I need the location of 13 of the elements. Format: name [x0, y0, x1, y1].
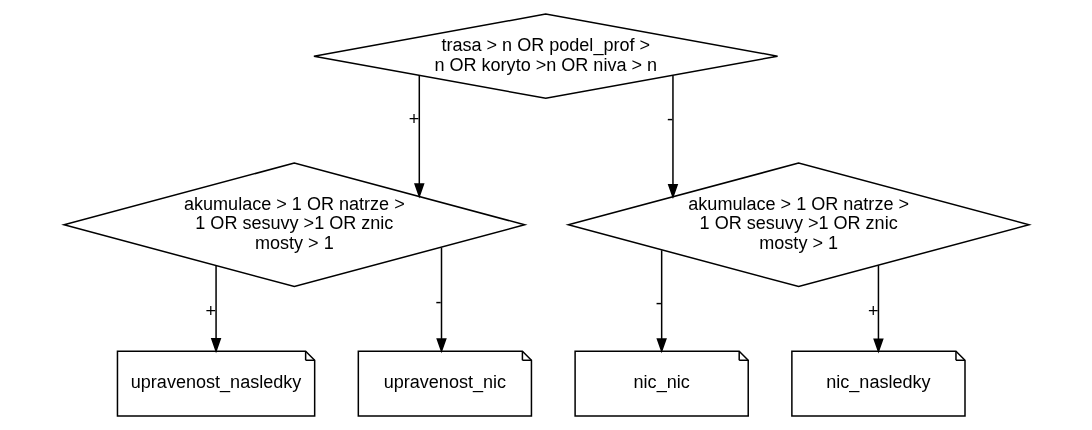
edge-label: - — [434, 291, 441, 312]
edge-label: + — [408, 108, 419, 129]
arrow — [872, 264, 884, 354]
edge-label: - — [666, 108, 673, 129]
arrow — [435, 246, 447, 354]
node-diamond: trasa > n OR podel_prof > n OR koryto >n OR niva > n — [312, 13, 778, 100]
edge-label: + — [867, 300, 878, 321]
node-diamond: akumulace > 1 OR natrze > 1 OR sesuvy >1 OR znic mosty > 1 — [564, 162, 1032, 288]
edge-label: - — [655, 293, 662, 314]
arrow — [667, 74, 678, 199]
arrow — [413, 74, 425, 199]
arrow — [655, 249, 667, 354]
node-diamond: akumulace > 1 OR natrze > 1 OR sesuvy >1 OR znic mosty > 1 — [60, 162, 528, 288]
